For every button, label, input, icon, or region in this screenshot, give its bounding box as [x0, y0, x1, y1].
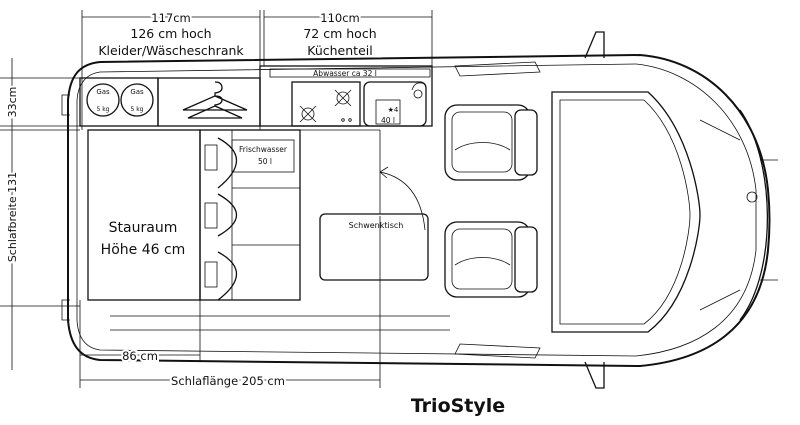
- kitchen-height: 72 cm hoch: [303, 26, 376, 41]
- wardrobe-width: 117cm: [151, 11, 190, 25]
- rear-bench: [199, 129, 381, 301]
- swivel-arrow-icon: [379, 171, 426, 231]
- kitchen-width: 110cm: [320, 11, 359, 25]
- swivel-table: Schwenktisch: [319, 166, 429, 281]
- passenger-seat: [444, 221, 538, 298]
- dimension-lines: [0, 10, 433, 388]
- storage-area: Stauraum Höhe 46 cm: [87, 129, 201, 301]
- model-name: TrioStyle: [411, 395, 505, 417]
- kitchen-label: Küchenteil: [307, 43, 372, 58]
- fresh-water-tank: Frischwasser 50 l: [231, 139, 295, 173]
- gas-1-label: Gas: [96, 88, 110, 96]
- gas-1-weight: 5 kg: [96, 106, 109, 113]
- gas-bottles: Gas 5 kg Gas 5 kg: [79, 77, 159, 127]
- fridge-volume: 40 l: [381, 116, 395, 125]
- hanger-icon: [182, 81, 248, 111]
- wardrobe-height: 126 cm hoch: [130, 26, 211, 41]
- fresh-water-label: Frischwasser: [239, 145, 288, 154]
- dashboard: [551, 91, 758, 333]
- van-body: [61, 31, 778, 389]
- fridge-star: ★4: [388, 106, 399, 114]
- wardrobe-label: Kleider/Wäscheschrank: [98, 43, 244, 58]
- tap-icon: [411, 82, 426, 91]
- bed-length: Schlaflänge 205 cm: [171, 374, 285, 388]
- storage-title: Stauraum: [109, 220, 178, 236]
- kitchen-unit: Abwasser ca 32 l ★4 40 l: [259, 65, 433, 127]
- gas-2-label: Gas: [130, 88, 144, 96]
- swivel-table-label: Schwenktisch: [349, 221, 404, 230]
- storage-height: Höhe 46 cm: [101, 242, 186, 258]
- gas-2-weight: 5 kg: [130, 106, 143, 113]
- waste-water-label: Abwasser ca 32 l: [313, 69, 377, 78]
- hanger-icon: [187, 95, 243, 119]
- storage-depth: 86 cm: [122, 349, 158, 363]
- driver-seat: [444, 104, 538, 181]
- side-height: 33cm: [6, 87, 19, 118]
- fresh-water-volume: 50 l: [258, 157, 272, 166]
- bed-width: Schlafbreite 131: [6, 172, 19, 262]
- wardrobe: [157, 77, 261, 127]
